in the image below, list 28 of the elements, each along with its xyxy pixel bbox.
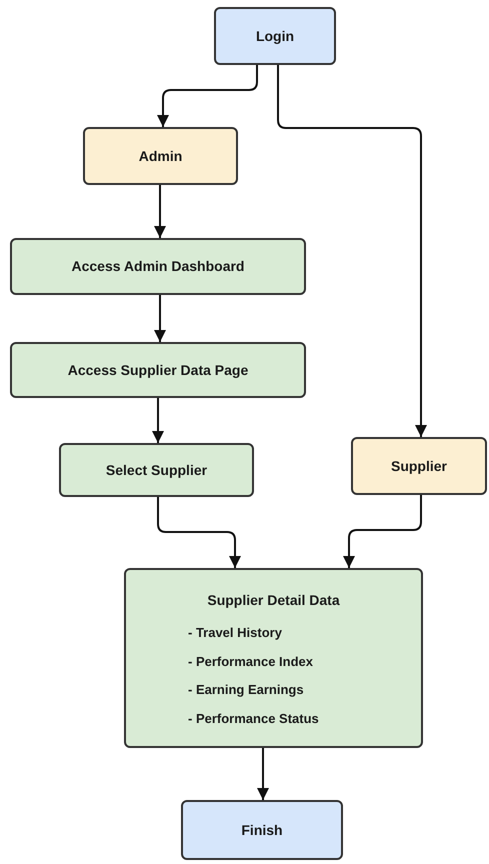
box-label: Access Admin Dashboard	[72, 257, 244, 276]
process-box	[214, 7, 336, 65]
process-box	[59, 443, 254, 497]
process-box	[10, 238, 306, 295]
box-label: Supplier	[390, 456, 447, 476]
process-box	[83, 127, 238, 185]
arrow	[257, 748, 269, 800]
list-item: - Travel History	[188, 624, 282, 642]
process-box	[124, 568, 423, 748]
process-box	[10, 342, 306, 398]
list-item: - Performance Index	[188, 652, 313, 670]
process-box	[351, 437, 487, 495]
list-item: - Earning Earnings	[188, 681, 304, 699]
arrow	[152, 398, 164, 443]
arrow	[277, 65, 427, 437]
box-label: Login	[256, 26, 294, 46]
box-heading: Supplier Detail Data	[207, 591, 340, 610]
arrow	[157, 65, 258, 127]
arrow	[343, 495, 422, 568]
list-item: - Performance Status	[188, 710, 319, 728]
arrow	[157, 497, 241, 568]
box-label: Access Supplier Data Page	[68, 360, 248, 380]
box-label: Admin	[138, 146, 182, 166]
box-label: Finish	[241, 820, 283, 840]
arrow	[154, 185, 166, 238]
process-box	[181, 800, 343, 860]
arrow	[154, 295, 166, 342]
box-label: Select Supplier	[106, 460, 208, 480]
